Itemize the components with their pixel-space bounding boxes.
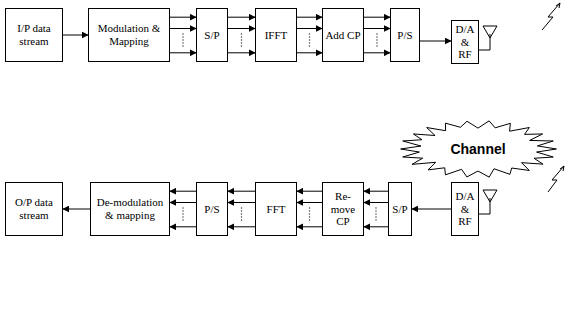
block-label: D/A & RF — [454, 190, 476, 228]
block-label: P/S — [397, 29, 412, 42]
signal-arrow — [170, 52, 196, 53]
signal-arrow — [297, 202, 322, 203]
signal-arrow — [63, 35, 88, 36]
antenna-mast — [479, 198, 490, 214]
block-label: IFFT — [265, 29, 288, 42]
block-label: P/S — [204, 203, 219, 216]
signal-arrow — [420, 41, 451, 42]
process-box: IFFT — [255, 8, 297, 62]
ellipsis-dots — [241, 208, 242, 222]
process-box: I/P data stream — [5, 8, 63, 62]
process-box: Add CP — [322, 8, 364, 62]
signal-arrow — [170, 17, 196, 18]
signal-arrow — [228, 28, 255, 29]
signal-arrow — [297, 226, 322, 227]
process-box: P/S — [196, 182, 228, 236]
signal-arrow — [297, 191, 322, 192]
antenna-mast — [479, 34, 490, 50]
signal-arrow — [364, 191, 388, 192]
process-box: D/A & RF — [451, 20, 479, 64]
signal-arrow — [364, 17, 390, 18]
signal-arrow — [297, 17, 322, 18]
process-box: S/P — [388, 182, 412, 236]
radio-wave-tip — [560, 166, 564, 171]
ellipsis-dots — [182, 208, 183, 222]
signal-arrow — [228, 17, 255, 18]
process-box: Modulation & Mapping — [88, 8, 170, 62]
block-label: Modulation & Mapping — [91, 22, 167, 47]
signal-arrow — [412, 209, 451, 210]
process-box: D/A & RF — [451, 182, 479, 236]
signal-arrow — [170, 191, 196, 192]
signal-arrow — [170, 202, 196, 203]
process-box: S/P — [196, 8, 228, 62]
process-box: P/S — [390, 8, 420, 62]
ellipsis-dots — [309, 208, 310, 222]
signal-arrow — [364, 202, 388, 203]
signal-arrow — [364, 226, 388, 227]
signal-arrow — [228, 52, 255, 53]
ellipsis-dots — [375, 208, 376, 222]
process-box: Re-move CP — [322, 182, 364, 236]
ellipsis-dots — [182, 34, 183, 48]
signal-arrow — [364, 28, 390, 29]
block-label: S/P — [392, 203, 407, 216]
signal-arrow — [228, 226, 255, 227]
signal-arrow — [364, 52, 390, 53]
process-box: FFT — [255, 182, 297, 236]
block-label: FFT — [267, 203, 286, 216]
block-label: D/A & RF — [454, 23, 476, 61]
block-label: S/P — [204, 29, 219, 42]
block-label: De-modulation & mapping — [93, 196, 167, 221]
burst-shape — [401, 121, 557, 177]
process-box: O/P data stream — [5, 182, 63, 236]
channel-label: Channel — [450, 141, 505, 157]
antenna-symbol — [483, 190, 497, 202]
signal-arrow — [170, 226, 196, 227]
ellipsis-dots — [241, 34, 242, 48]
signal-arrow — [228, 191, 255, 192]
radio-wave-tip — [556, 3, 560, 8]
block-label: Re-move CP — [325, 190, 361, 228]
signal-arrow — [297, 28, 322, 29]
block-label: Add CP — [325, 29, 360, 42]
radio-wave — [548, 166, 564, 192]
ellipsis-dots — [376, 34, 377, 48]
channel-burst: Channel — [398, 120, 558, 178]
block-label: I/P data stream — [8, 22, 60, 47]
signal-arrow — [228, 202, 255, 203]
signal-arrow — [297, 52, 322, 53]
radio-wave — [542, 3, 560, 30]
signal-arrow — [63, 209, 90, 210]
signal-arrow — [170, 28, 196, 29]
block-label: O/P data stream — [8, 196, 60, 221]
process-box: De-modulation & mapping — [90, 182, 170, 236]
ellipsis-dots — [309, 34, 310, 48]
antenna-symbol — [483, 26, 497, 38]
